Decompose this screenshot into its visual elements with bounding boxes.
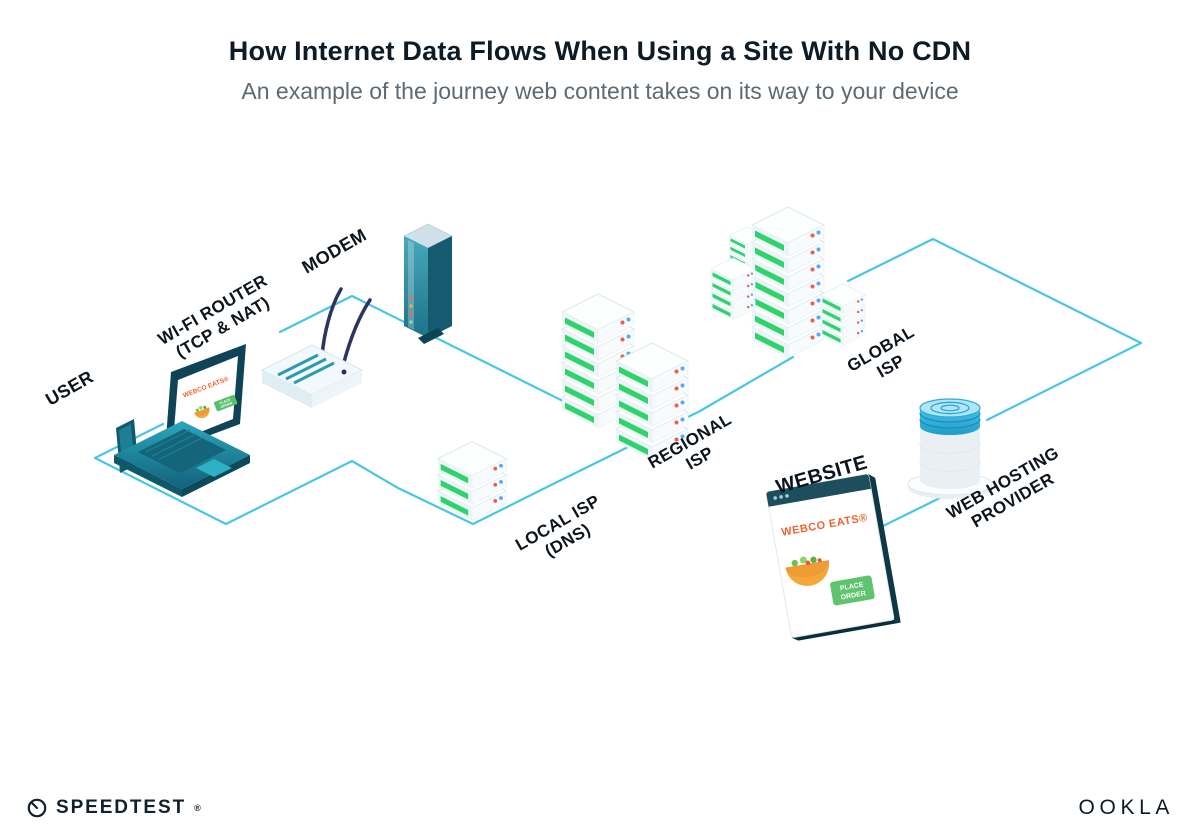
web-hosting-database: [907, 398, 993, 499]
page-title: How Internet Data Flows When Using a Sit…: [228, 36, 972, 66]
modem-device: [403, 223, 453, 344]
browser-dot-icon: [779, 495, 783, 499]
browser-dot-icon: [785, 494, 789, 498]
speedtest-logo: SPEEDTEST ®: [26, 797, 201, 819]
speedtest-trademark: ®: [194, 803, 201, 813]
taco-illustration: [785, 556, 830, 586]
ookla-logo: OOKLA: [1078, 796, 1174, 819]
place-order-line1: PLACE: [840, 581, 865, 592]
place-order-line2: ORDER: [840, 590, 866, 601]
global-isp-servers: [710, 206, 866, 359]
laptop-order-line2: ORDER: [220, 401, 233, 409]
laptop-touchpad: [196, 459, 232, 477]
wifi-router-device: [260, 287, 372, 408]
browser-dot-icon: [773, 496, 777, 500]
local-isp-servers: [437, 441, 507, 521]
user-laptop: WEBCO EATS® PLACE ORDER: [114, 344, 250, 497]
connection-line-global-to-hosting: [846, 237, 1143, 422]
place-order-button[interactable]: PLACE ORDER: [830, 575, 876, 606]
laptop-order-button: [214, 394, 238, 412]
connection-line-router-modem: [278, 294, 587, 414]
page-footer: SPEEDTEST ® OOKLA: [0, 796, 1200, 820]
speedtest-gauge-icon: [27, 798, 47, 818]
regional-isp-servers: [561, 293, 689, 461]
website-browser-bar: [766, 474, 872, 507]
website-window: WEBCO EATS® PLACE ORDER: [765, 473, 901, 641]
page-header: How Internet Data Flows When Using a Sit…: [0, 36, 1200, 105]
laptop-order-line1: PLACE: [219, 397, 232, 405]
page-subtitle: An example of the journey web content ta…: [241, 78, 959, 104]
speedtest-wordmark: SPEEDTEST: [56, 797, 187, 818]
